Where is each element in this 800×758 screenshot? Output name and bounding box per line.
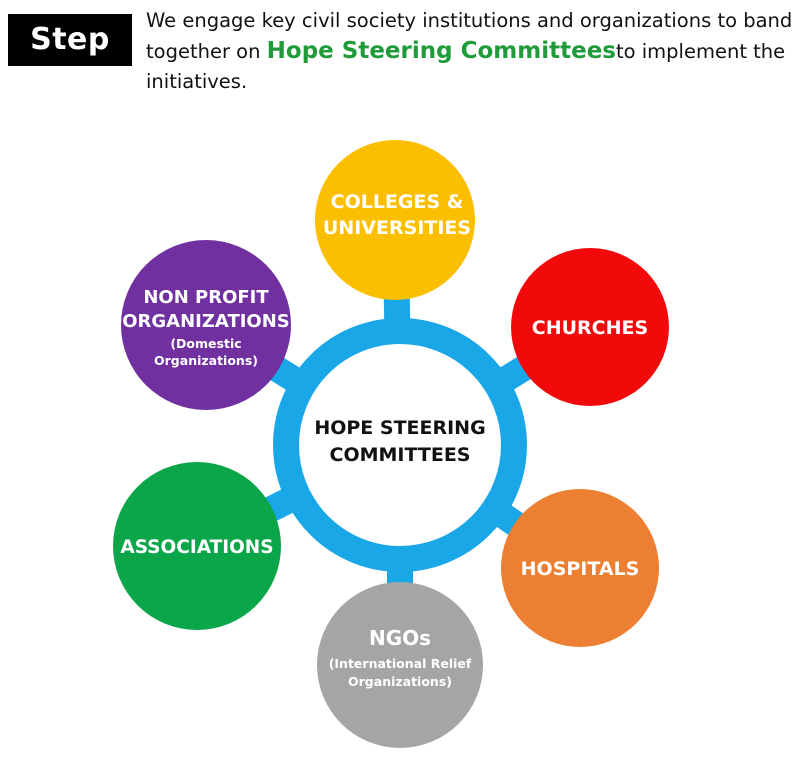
- intro-highlight: Hope Steering Committees: [266, 38, 616, 64]
- hub: HOPE STEERING COMMITTEES: [273, 318, 527, 572]
- hub-ring: [273, 318, 527, 572]
- node-non-profit: NON PROFIT ORGANIZATIONS (Domestic Organ…: [121, 240, 291, 410]
- node-colleges-circle: [315, 140, 475, 300]
- intro-text: We engage key civil society institutions…: [146, 6, 796, 97]
- node-churches: CHURCHES: [511, 248, 669, 406]
- node-associations-circle: [113, 462, 281, 630]
- node-ngos: NGOs (International Relief Organizations…: [317, 582, 483, 748]
- node-non-profit-circle: [121, 240, 291, 410]
- node-colleges-line1: COLLEGES &: [331, 191, 464, 213]
- node-non-profit-line2: ORGANIZATIONS: [122, 311, 290, 332]
- node-ngos-circle: [317, 582, 483, 748]
- node-churches-line1: CHURCHES: [532, 317, 648, 339]
- node-hospitals: HOSPITALS: [501, 489, 659, 647]
- node-colleges-line2: UNIVERSITIES: [323, 217, 471, 239]
- intro-text-after: to implement the initiatives.: [146, 40, 786, 93]
- node-ngos-sub2: Organizations): [348, 674, 452, 689]
- node-colleges: COLLEGES & UNIVERSITIES: [315, 140, 475, 300]
- node-churches-circle: [511, 248, 669, 406]
- node-non-profit-sub1: (Domestic: [170, 336, 241, 351]
- node-ngos-sub1: (International Relief: [329, 656, 472, 671]
- hub-label-line2: COMMITTEES: [330, 444, 471, 466]
- node-associations-line1: ASSOCIATIONS: [120, 537, 273, 558]
- node-non-profit-sub2: Organizations): [154, 353, 258, 368]
- node-hospitals-line1: HOSPITALS: [521, 558, 640, 580]
- node-associations: ASSOCIATIONS: [113, 462, 281, 630]
- step-badge: Step 4:: [8, 14, 132, 109]
- intro-text-before: We engage key civil society institutions…: [146, 9, 793, 63]
- node-non-profit-line1: NON PROFIT: [143, 287, 269, 308]
- node-ngos-line1: NGOs: [369, 626, 431, 650]
- node-hospitals-circle: [501, 489, 659, 647]
- hub-label-line1: HOPE STEERING: [314, 417, 485, 439]
